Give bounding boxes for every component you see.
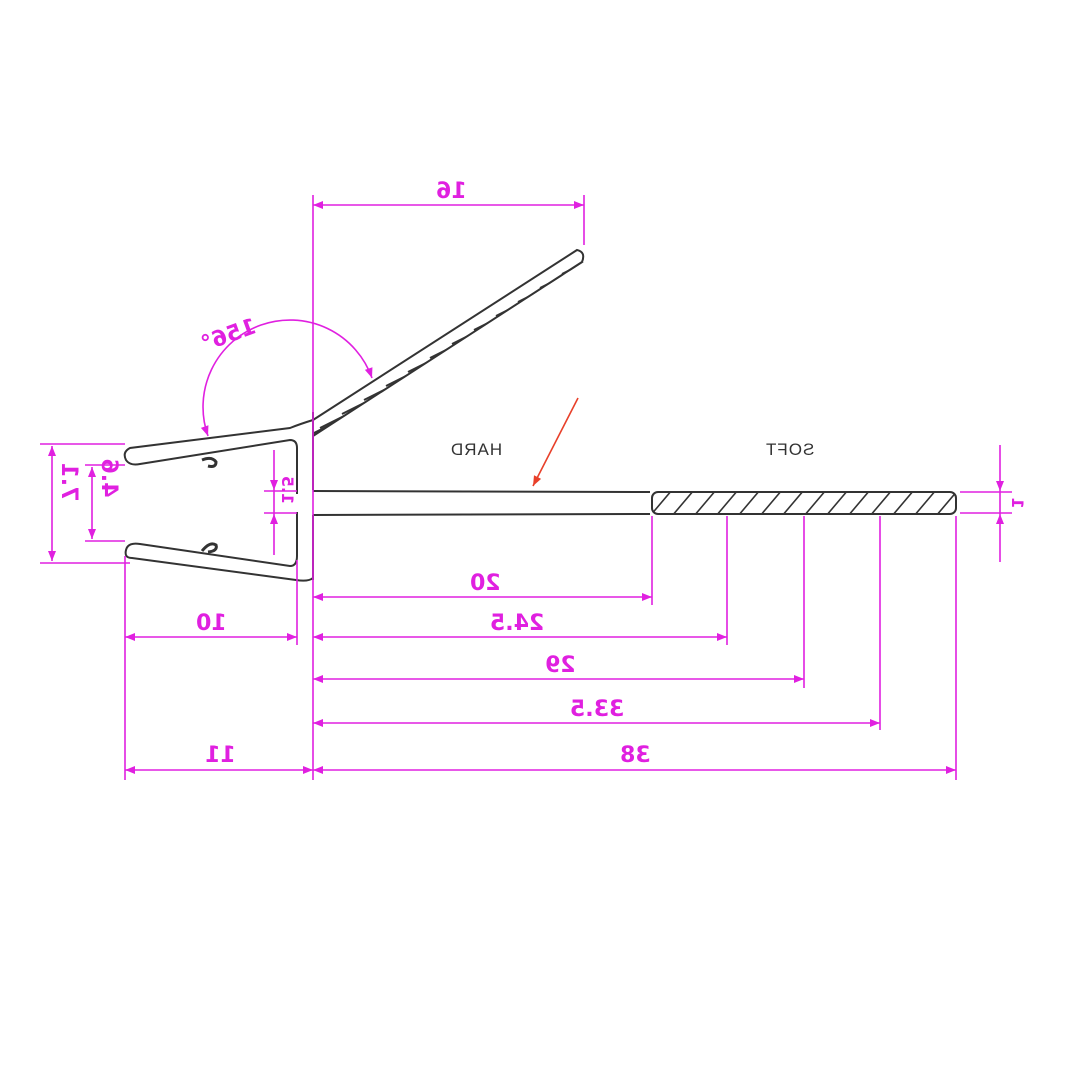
soft-label: SOFT [765, 440, 814, 459]
tail-soft-hatching [652, 492, 956, 514]
dim-cut-33-5: 33.5 [570, 697, 624, 722]
dim-cut-20: 20 [470, 571, 501, 596]
dim-tail-thickness: 1 [1008, 497, 1027, 508]
hard-label: HARD [450, 440, 502, 459]
dim-fin-width: 16 [436, 179, 467, 204]
barb-top [201, 456, 218, 468]
profile-outline [123, 248, 957, 582]
fin-outline [312, 248, 585, 437]
tail-soft-outline [651, 491, 957, 515]
dim-overall-38: 38 [620, 743, 651, 768]
dim-clamp-depth-outer: 11 [205, 743, 236, 768]
clamp-bottom-arm [124, 512, 314, 582]
dim-cut-29: 29 [545, 653, 576, 678]
fin-hatching [313, 253, 584, 436]
hard-pointer-arrow [532, 397, 579, 487]
dim-slot-gap: 1.5 [278, 476, 297, 504]
tail-hard-bottom [312, 513, 651, 516]
dim-clamp-inner-height: 4.6 [96, 459, 121, 498]
tail-hard-top [312, 490, 651, 493]
dimension-lines [40, 195, 1012, 780]
dim-fin-angle: 156° [198, 314, 260, 357]
dim-clamp-outer-height: 7.1 [56, 463, 81, 502]
barb-bottom [200, 542, 218, 554]
dim-cut-24-5: 24.5 [490, 611, 544, 636]
dim-clamp-depth-inner: 10 [196, 611, 227, 636]
